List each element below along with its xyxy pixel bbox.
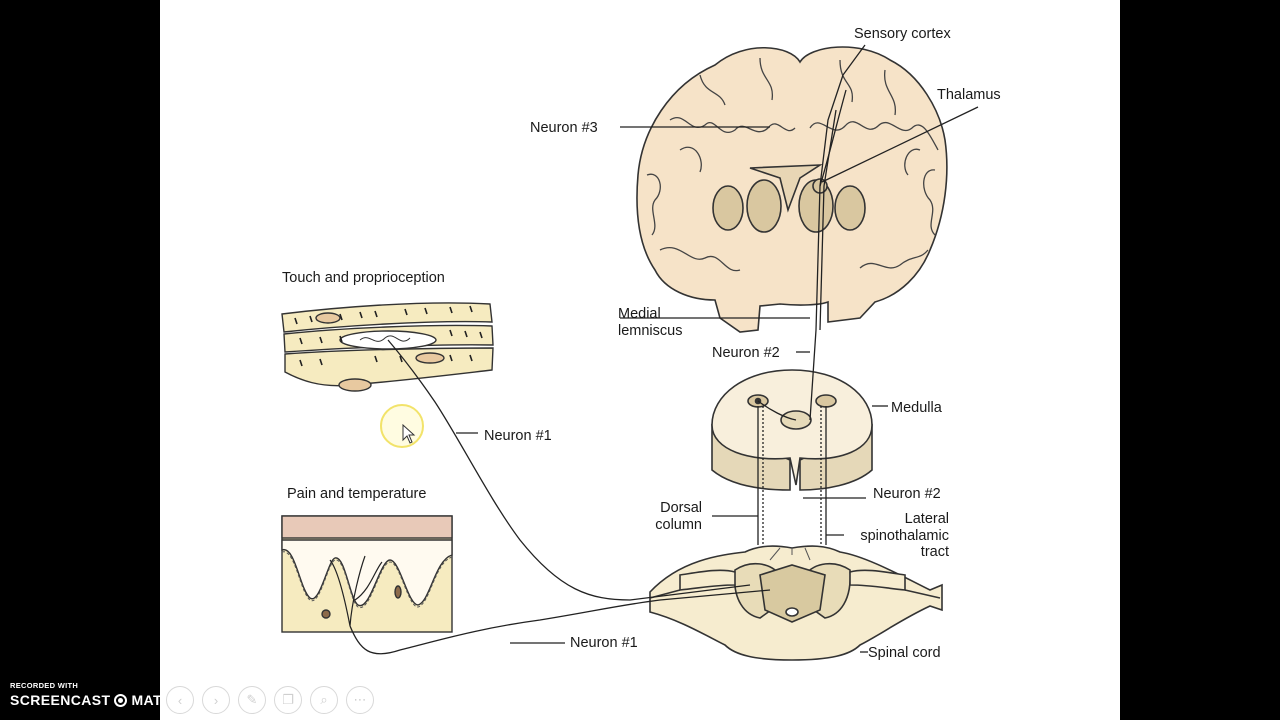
label-neuron-1-upper: Neuron #1 [484, 428, 552, 444]
more-options-button[interactable]: ⋯ [346, 686, 374, 714]
label-dorsal-column: Dorsal column [648, 500, 702, 533]
slides-view-button[interactable]: ❐ [274, 686, 302, 714]
label-medial-lemniscus-line1: Medial [618, 306, 661, 322]
slide: Sensory cortex Thalamus Neuron #3 Medial… [160, 0, 1120, 720]
watermark-brand: SCREENCAST MATIC [10, 692, 177, 708]
medulla-section [711, 369, 873, 491]
label-lateral-line1: Lateral [904, 511, 949, 527]
label-neuron-2-lower: Neuron #2 [873, 486, 941, 502]
label-sensory-cortex: Sensory cortex [854, 26, 951, 42]
label-touch-proprioception: Touch and proprioception [282, 270, 445, 286]
label-spinal-cord: Spinal cord [868, 645, 941, 661]
label-dorsal-column-line2: column [655, 516, 702, 533]
pathway-lines [349, 44, 979, 655]
presentation-controls: ‹ › ✎ ❐ ⌕ ⋯ [166, 686, 374, 714]
screencast-watermark: RECORDED WITH SCREENCAST MATIC [10, 681, 177, 708]
label-neuron-2-upper: Neuron #2 [712, 345, 780, 361]
diagram-artwork [281, 44, 979, 661]
label-lateral-line2: spinothalamic [860, 527, 949, 544]
cursor-highlight [380, 404, 424, 448]
label-medial-lemniscus: Medial lemniscus [618, 306, 682, 339]
prev-slide-button[interactable]: ‹ [166, 686, 194, 714]
watermark-brand-right: MATIC [131, 692, 177, 708]
label-lateral-spinothalamic-tract: Lateral spinothalamic tract [844, 511, 949, 561]
label-neuron-3: Neuron #3 [530, 120, 598, 136]
record-dot-icon [114, 693, 128, 707]
spinal-cord-section [649, 545, 943, 661]
label-medulla: Medulla [891, 400, 942, 416]
label-medial-lemniscus-line2: lemniscus [618, 322, 683, 339]
brain-section [636, 46, 948, 333]
watermark-recorded-with: RECORDED WITH [10, 681, 79, 690]
label-dorsal-column-line1: Dorsal [660, 500, 702, 516]
mouse-cursor-icon [402, 424, 416, 444]
next-slide-button[interactable]: › [202, 686, 230, 714]
zoom-button[interactable]: ⌕ [310, 686, 338, 714]
label-neuron-1-lower: Neuron #1 [570, 635, 638, 651]
label-pain-temperature: Pain and temperature [287, 486, 427, 502]
watermark-brand-left: SCREENCAST [10, 692, 111, 708]
pen-tool-button[interactable]: ✎ [238, 686, 266, 714]
touch-tissue-illustration [281, 302, 494, 392]
label-lateral-line3: tract [920, 544, 949, 561]
label-thalamus: Thalamus [937, 87, 1001, 103]
pain-skin-illustration [281, 515, 453, 633]
